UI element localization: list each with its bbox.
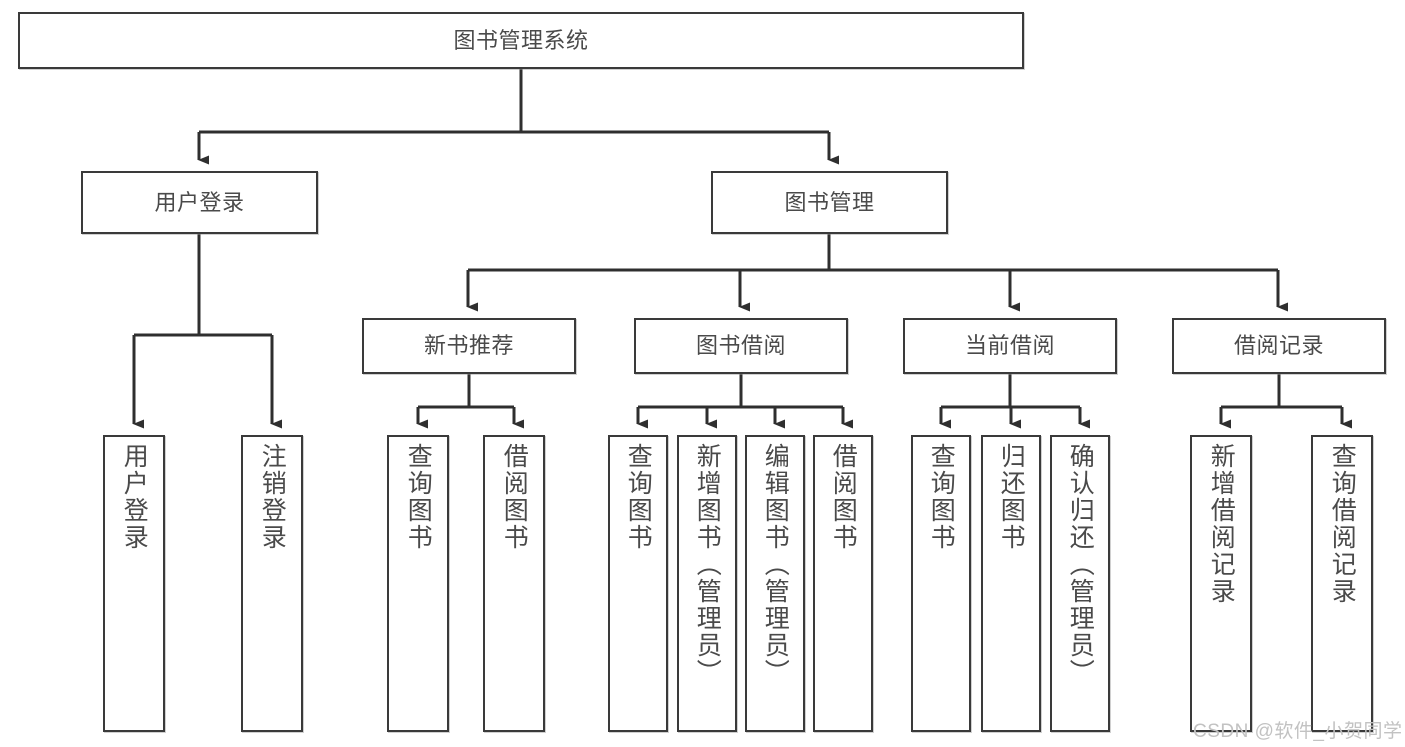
node-root-label: 图书管理系统 [453,27,589,53]
node-leaf-confirm-return-label: 确认归还（管理员） [1066,443,1095,686]
node-leaf-borrow-book-2-label: 借阅图书 [829,443,858,551]
node-borrow-record-label: 借阅记录 [1233,333,1324,359]
node-book-manage-label: 图书管理 [784,189,875,215]
node-book-borrow-label: 图书借阅 [695,333,786,359]
node-user-login-label: 用户登录 [154,189,245,215]
node-borrow-record[interactable]: 借阅记录 [1172,318,1386,374]
node-book-manage[interactable]: 图书管理 [711,171,948,234]
node-leaf-query-book-3-label: 查询图书 [927,443,956,551]
node-new-book-recommend-label: 新书推荐 [423,333,514,359]
node-leaf-borrow-book-1-label: 借阅图书 [500,443,529,551]
node-leaf-add-record-label: 新增借阅记录 [1207,443,1236,605]
node-root[interactable]: 图书管理系统 [18,12,1024,69]
node-leaf-user-login[interactable]: 用户登录 [103,435,165,732]
node-leaf-query-book-1[interactable]: 查询图书 [387,435,449,732]
node-leaf-query-book-2-label: 查询图书 [624,443,653,551]
node-leaf-borrow-book-2[interactable]: 借阅图书 [813,435,873,732]
node-leaf-query-book-3[interactable]: 查询图书 [911,435,971,732]
node-leaf-query-record-label: 查询借阅记录 [1328,443,1357,605]
node-leaf-return-book[interactable]: 归还图书 [981,435,1041,732]
node-user-login[interactable]: 用户登录 [81,171,318,234]
node-book-borrow[interactable]: 图书借阅 [634,318,848,374]
node-leaf-logout-label: 注销登录 [258,443,287,551]
node-leaf-borrow-book-1[interactable]: 借阅图书 [483,435,545,732]
node-leaf-query-book-2[interactable]: 查询图书 [608,435,668,732]
node-leaf-add-record[interactable]: 新增借阅记录 [1190,435,1252,732]
node-leaf-edit-book[interactable]: 编辑图书（管理员） [745,435,805,732]
node-leaf-logout[interactable]: 注销登录 [241,435,303,732]
node-leaf-return-book-label: 归还图书 [997,443,1026,551]
node-current-borrow[interactable]: 当前借阅 [903,318,1117,374]
node-leaf-query-book-1-label: 查询图书 [404,443,433,551]
node-new-book-recommend[interactable]: 新书推荐 [362,318,576,374]
node-leaf-add-book[interactable]: 新增图书（管理员） [677,435,737,732]
node-leaf-edit-book-label: 编辑图书（管理员） [761,443,790,686]
node-leaf-add-book-label: 新增图书（管理员） [693,443,722,686]
node-leaf-confirm-return[interactable]: 确认归还（管理员） [1050,435,1110,732]
csdn-watermark: CSDN @软件_小贺同学 [1193,721,1403,742]
node-leaf-query-record[interactable]: 查询借阅记录 [1311,435,1373,732]
node-leaf-user-login-label: 用户登录 [120,443,149,551]
node-current-borrow-label: 当前借阅 [964,333,1055,359]
